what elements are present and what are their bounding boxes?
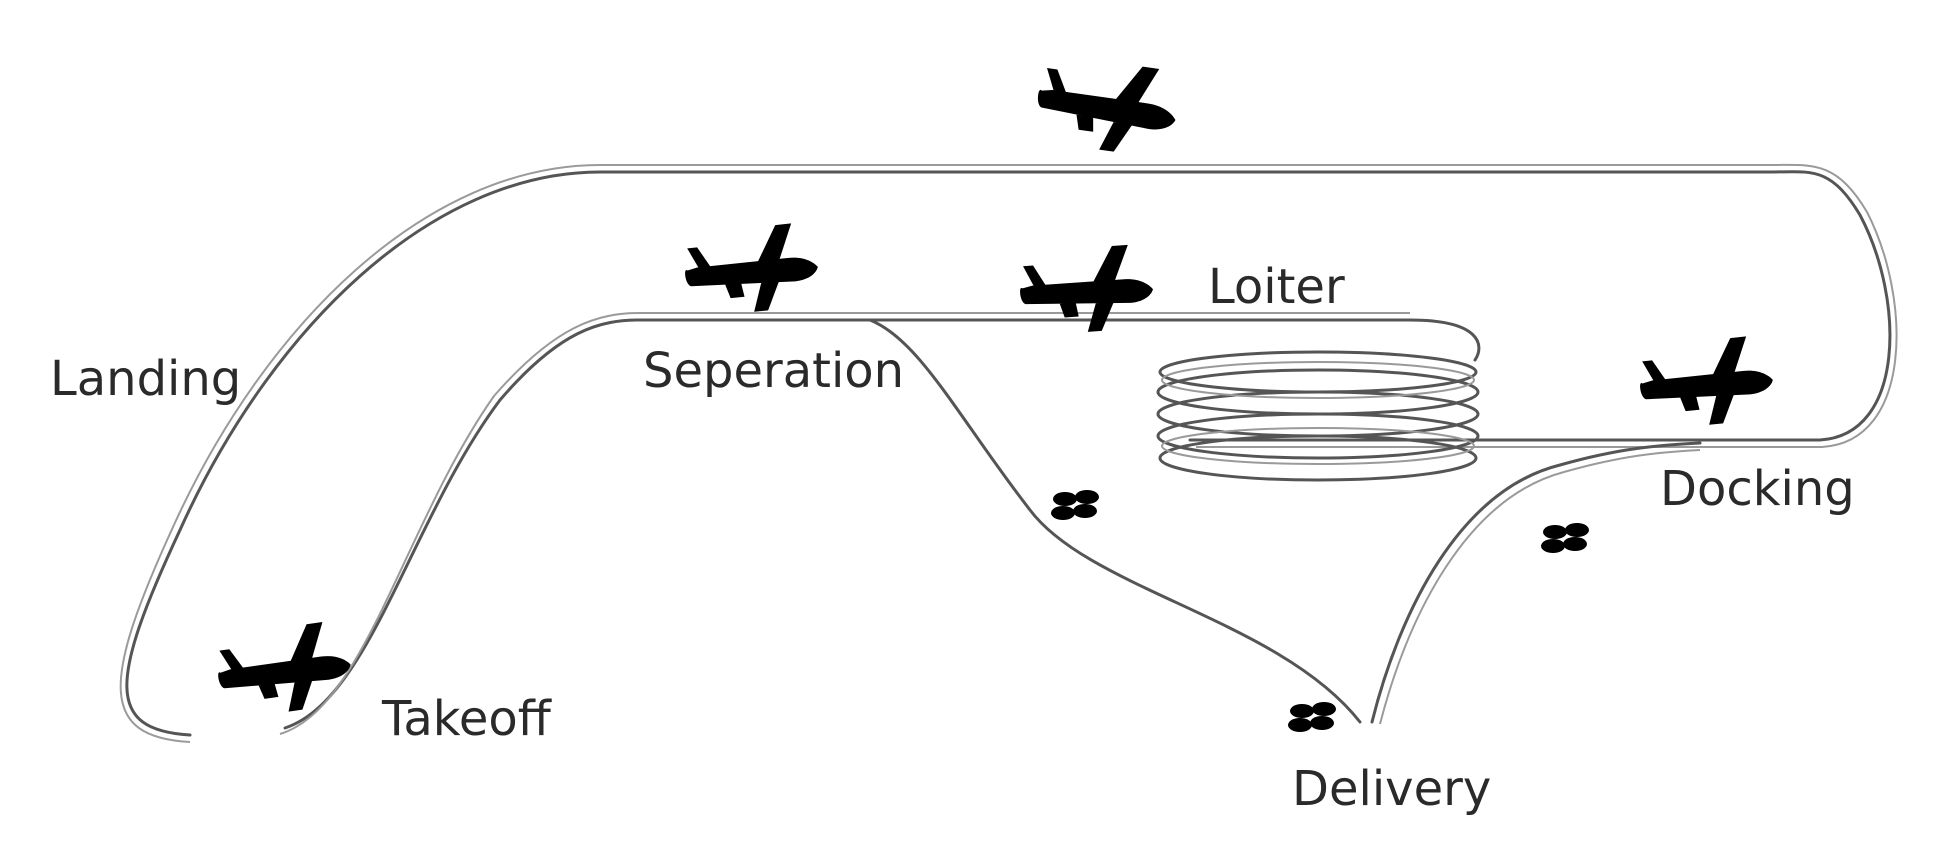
outbound-flight-path (279, 312, 1481, 735)
return-flight-path (119, 163, 1898, 743)
label-docking: Docking (1660, 461, 1855, 517)
loiter-pattern (1156, 350, 1480, 482)
quadcopter-icon-outbound (1051, 490, 1099, 520)
airplane-icon-seperation (680, 221, 822, 319)
label-landing: Landing (50, 351, 241, 407)
quadcopter-icon-return (1541, 523, 1589, 553)
label-takeoff: Takeoff (381, 691, 552, 747)
quadcopter-icon-delivery (1288, 702, 1336, 732)
airplane-icon-return (1031, 52, 1183, 160)
airplane-icon-loiter (1017, 243, 1156, 337)
drone-delivery-path (868, 318, 1702, 725)
airplane-icon-takeoff (212, 618, 356, 721)
airplane-icon-docking (1635, 334, 1777, 432)
label-seperation: Seperation (643, 343, 904, 399)
label-loiter: Loiter (1208, 259, 1345, 315)
label-delivery: Delivery (1292, 761, 1491, 817)
